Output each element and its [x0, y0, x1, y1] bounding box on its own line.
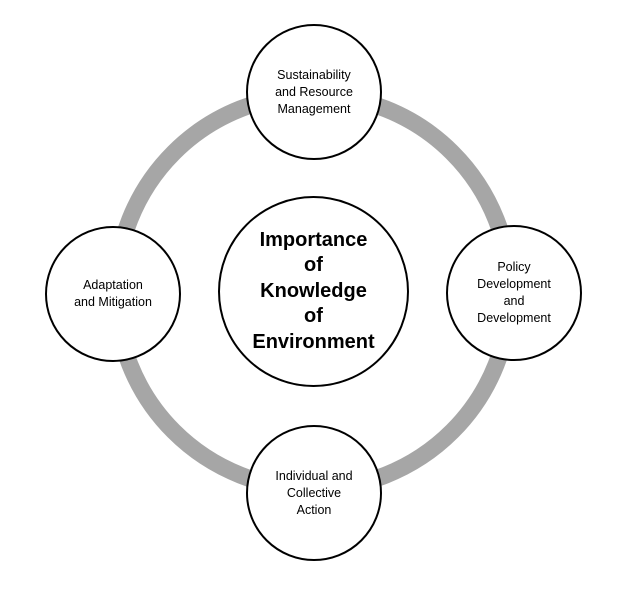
node-policy: Policy Development and Development — [446, 225, 582, 361]
node-sustainability: Sustainability and Resource Management — [246, 24, 382, 160]
node-sustainability-label: Sustainability and Resource Management — [275, 67, 353, 116]
node-policy-label: Policy Development and Development — [477, 260, 551, 325]
node-adaptation: Adaptation and Mitigation — [45, 226, 181, 362]
center-node-label: Importance of Knowledge of Environment — [252, 228, 375, 353]
node-individual-action: Individual and Collective Action — [246, 425, 382, 561]
node-adaptation-label: Adaptation and Mitigation — [74, 278, 152, 309]
center-node: Importance of Knowledge of Environment — [218, 196, 409, 387]
node-individual-action-label: Individual and Collective Action — [275, 468, 353, 517]
